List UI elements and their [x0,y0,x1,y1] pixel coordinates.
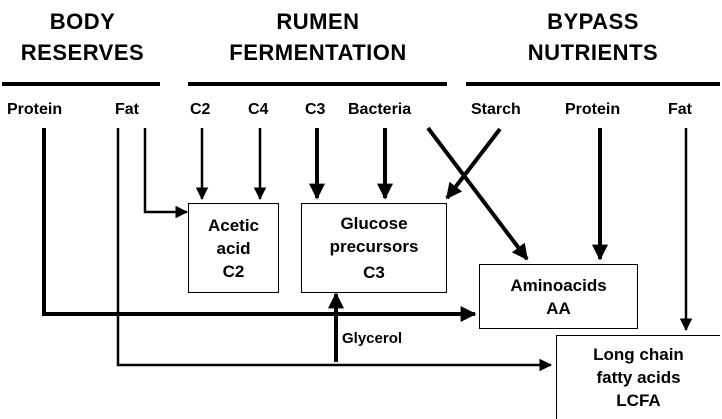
source-starch: Starch [471,101,521,118]
arrow-protein-to-aminoacids [42,128,477,322]
box-amino-line2: AA [546,298,571,318]
source-bacteria: Bacteria [348,101,412,118]
box-glucose-line2: precursors [329,237,419,256]
box-amino-line1: Aminoacids [510,275,607,295]
box-acetic-acid: Acetic acid C2 [188,203,279,293]
box-acetic-line1: Acetic [207,215,260,235]
box-lcfa-line1: Long chain [593,345,684,364]
box-lcfa: Long chain fatty acids LCFA [556,335,720,419]
box-aminoacids: Aminoacids AA [479,264,638,329]
header-bypass-line2: NUTRIENTS [527,40,659,65]
glycerol-label: Glycerol [342,330,403,347]
source-c2: C2 [190,101,211,118]
box-glucose-precursors: Glucose precursors C3 [301,203,447,293]
header-body-reserves: BODY RESERVES [0,6,165,68]
source-bypass-protein: Protein [565,101,621,118]
header-bypass-nutrients: BYPASS NUTRIENTS [466,6,720,68]
box-lcfa-line2: fatty acids [596,368,681,387]
header-rumen-line1: RUMEN [276,9,360,34]
arrow-starch-to-glucose [445,127,502,200]
arrow-fat-to-lcfa [116,128,553,372]
header-rumen-line2: FERMENTATION [229,40,407,65]
box-acetic-line2: acid [216,238,251,258]
header-rumen-fermentation: RUMEN FERMENTATION [183,6,453,68]
box-glucose-line3: C3 [363,263,385,282]
source-c4: C4 [248,101,269,118]
arrow-bacteria-to-aminoacids [426,126,529,261]
header-body-line1: BODY [49,9,116,34]
header-body-line2: RESERVES [20,40,145,65]
box-glucose-line1: Glucose [340,214,408,233]
source-body-fat: Fat [115,101,139,118]
arrow-fat-to-acetic [143,128,189,219]
header-bypass-line1: BYPASS [547,9,639,34]
source-c3: C3 [305,101,326,118]
box-lcfa-line3: LCFA [616,391,661,410]
box-acetic-line3: C2 [222,261,245,281]
source-bypass-fat: Fat [668,101,692,118]
source-body-protein: Protein [7,101,63,118]
